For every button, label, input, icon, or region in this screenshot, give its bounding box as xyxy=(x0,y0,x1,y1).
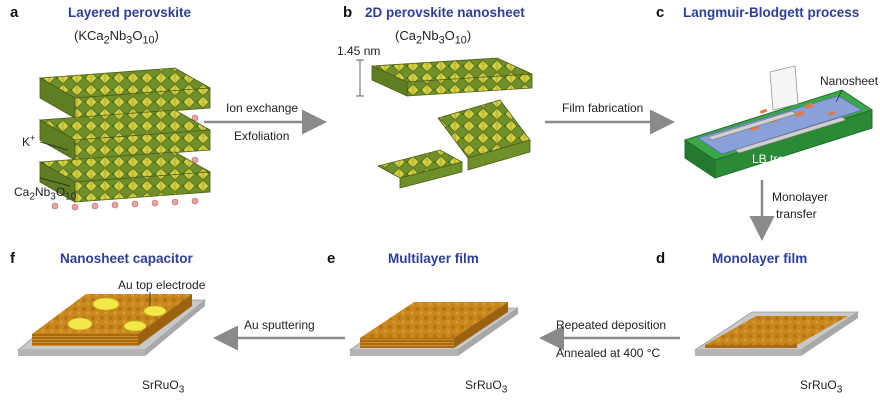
panel-title-d: Monolayer film xyxy=(712,251,808,266)
lb-trough-label: LB trough xyxy=(752,152,805,166)
electrode-3 xyxy=(67,317,93,331)
label-annealed: Annealed at 400 °C xyxy=(556,346,661,360)
lb-trough-illustration xyxy=(683,65,874,179)
panel-letter-c: c xyxy=(656,4,665,21)
layer-formula-label: Ca2Nb3O10 xyxy=(14,185,77,203)
multilayer-film-illustration xyxy=(348,302,520,356)
nanosheet-illustration xyxy=(356,57,533,189)
layered-perovskite-illustration xyxy=(38,67,212,211)
panel-letter-b: b xyxy=(343,4,353,21)
panel-title-f: Nanosheet capacitor xyxy=(60,251,193,266)
label-repeated-deposition: Repeated deposition xyxy=(556,318,667,332)
panel-letter-f: f xyxy=(10,250,15,267)
k-ion-label: K+ xyxy=(22,133,36,149)
panel-title-e: Multilayer film xyxy=(388,251,479,266)
au-electrode-label: Au top electrode xyxy=(118,278,206,292)
panel-title-b: 2D perovskite nanosheet xyxy=(365,5,525,20)
panel-letter-d: d xyxy=(656,250,666,267)
electrode-2 xyxy=(143,305,167,317)
label-ion-exchange: Ion exchange xyxy=(226,101,299,115)
formula-a: (KCa2Nb3O10) xyxy=(74,28,159,47)
label-film-fabrication: Film fabrication xyxy=(562,101,644,115)
capacitor-illustration xyxy=(16,292,207,356)
electrode-4 xyxy=(123,320,147,332)
substrate-label-f: SrRuO3 xyxy=(142,378,185,396)
panel-letter-a: a xyxy=(10,4,19,21)
electrode-1 xyxy=(92,297,120,311)
panel-letter-e: e xyxy=(327,250,336,267)
formula-b: (Ca2Nb3O10) xyxy=(395,28,472,47)
substrate-label-e: SrRuO3 xyxy=(465,378,508,396)
thickness-label: 1.45 nm xyxy=(337,44,381,58)
panel-title-c: Langmuir-Blodgett process xyxy=(683,5,860,20)
label-au-sputtering: Au sputtering xyxy=(244,318,315,332)
monolayer-film-illustration xyxy=(693,311,860,356)
label-monolayer: Monolayer xyxy=(772,190,829,204)
substrate-label-d: SrRuO3 xyxy=(800,378,843,396)
label-transfer: transfer xyxy=(776,207,817,221)
label-exfoliation: Exfoliation xyxy=(234,129,290,143)
panel-title-a: Layered perovskite xyxy=(68,5,192,20)
nanosheet-label: Nanosheet xyxy=(820,74,878,88)
